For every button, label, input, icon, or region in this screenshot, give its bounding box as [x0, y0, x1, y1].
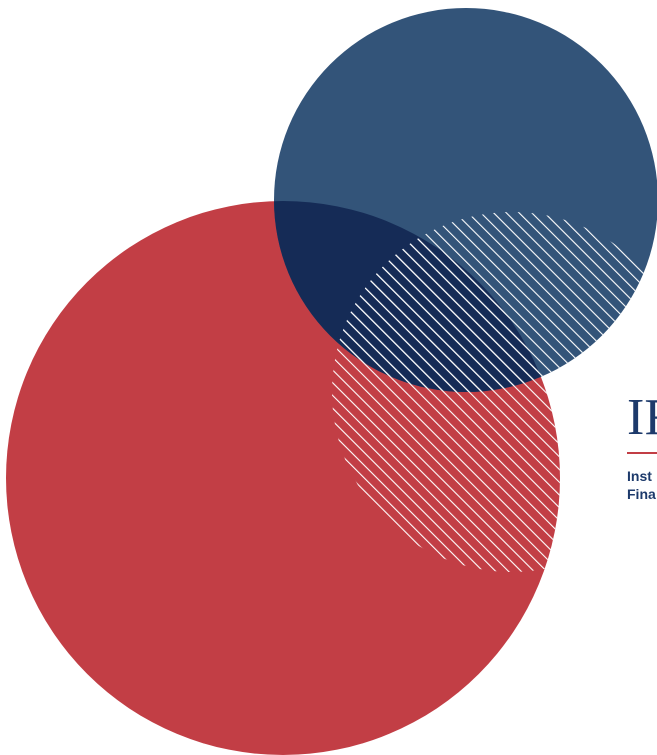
logo-mark: IF — [627, 392, 657, 446]
logo-name-line-2: Fina — [627, 486, 656, 502]
brand-logo: IF Inst Fina — [627, 392, 657, 512]
logo-name-line-1: Inst — [627, 468, 652, 484]
logo-underline — [627, 452, 657, 454]
